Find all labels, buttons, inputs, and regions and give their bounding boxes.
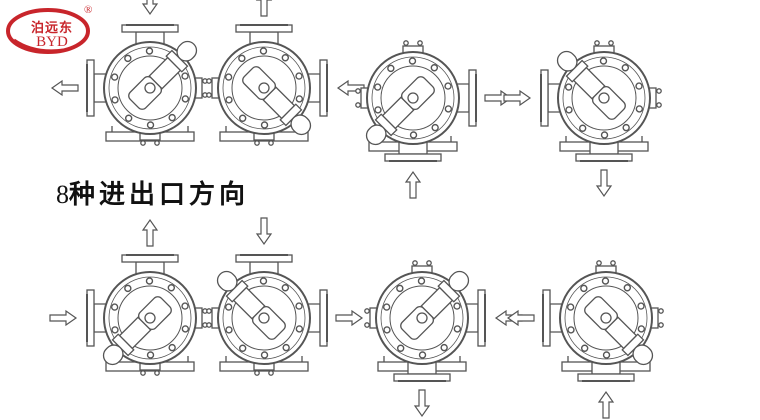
caption-number: 8 (56, 180, 69, 209)
pump-config-3 (355, 40, 513, 199)
flow-arrow-icon (141, 0, 159, 16)
caption-text: 种进出口方向 (69, 180, 250, 210)
pump-config-7 (364, 260, 523, 418)
flow-arrow-icon (413, 389, 431, 418)
valve-handle-icon (556, 50, 626, 120)
flow-arrow-icon (503, 89, 532, 107)
company-logo: 泊远东 BYD ® (4, 4, 96, 56)
pump-config-2 (206, 0, 365, 146)
flow-arrow-icon (595, 169, 613, 198)
valve-handle-icon (400, 270, 470, 340)
flow-arrow-icon (335, 309, 364, 327)
flow-arrow-icon (49, 309, 78, 327)
valve-handle-icon (216, 270, 286, 340)
flow-arrow-icon (50, 79, 79, 97)
diagram-caption: 8种进出口方向 (56, 174, 249, 211)
flow-arrow-icon (255, 217, 273, 246)
pump-config-1 (50, 0, 208, 146)
valve-handle-icon (128, 40, 198, 110)
pump-config-8 (506, 260, 664, 419)
logo-english-name: BYD (36, 34, 68, 50)
logo-chinese-name: 泊远东 (30, 21, 73, 36)
valve-handle-icon (102, 296, 172, 366)
flow-arrow-icon (255, 0, 273, 17)
flow-arrow-icon (404, 170, 422, 199)
flow-arrow-icon (141, 218, 159, 247)
pump-config-6 (206, 217, 364, 376)
flow-arrow-icon (506, 309, 535, 327)
logo-ellipse-icon (6, 8, 90, 54)
flow-arrow-icon (336, 79, 365, 97)
pump-config-5 (49, 218, 208, 376)
registered-trademark-icon: ® (84, 4, 93, 16)
valve-handle-icon (365, 76, 435, 146)
pump-config-4 (503, 40, 662, 198)
flow-arrow-icon (597, 390, 615, 419)
valve-handle-icon (584, 296, 654, 366)
valve-handle-icon (242, 66, 312, 136)
